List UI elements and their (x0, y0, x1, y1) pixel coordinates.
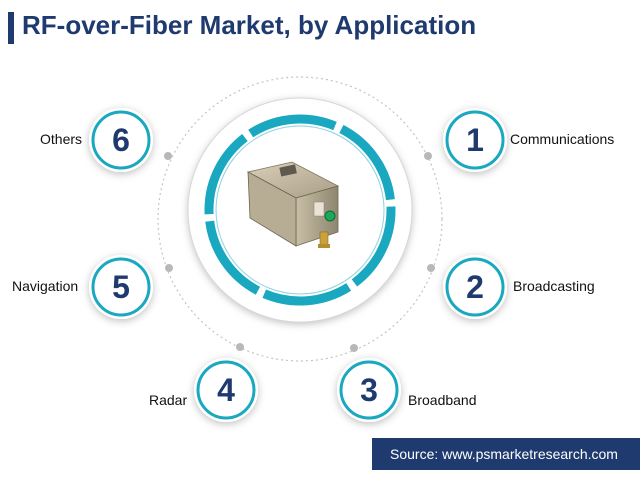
connector-dot-6 (164, 152, 172, 160)
number-6: 6 (91, 110, 151, 170)
label-broadcasting: Broadcasting (513, 278, 595, 294)
connector-dot-4 (236, 343, 244, 351)
connector-dot-3 (350, 344, 358, 352)
label-communications: Communications (510, 131, 614, 147)
number-4: 4 (196, 360, 256, 420)
number-3: 3 (339, 360, 399, 420)
number-1: 1 (445, 110, 505, 170)
connector-dot-2 (427, 264, 435, 272)
label-navigation: Navigation (12, 278, 78, 294)
connector-dot-1 (424, 152, 432, 160)
label-broadband: Broadband (408, 392, 477, 408)
source-banner: Source: www.psmarketresearch.com (372, 438, 640, 470)
number-2: 2 (445, 257, 505, 317)
connector-dot-5 (165, 264, 173, 272)
label-others: Others (40, 131, 82, 147)
number-5: 5 (91, 257, 151, 317)
label-radar: Radar (149, 392, 187, 408)
